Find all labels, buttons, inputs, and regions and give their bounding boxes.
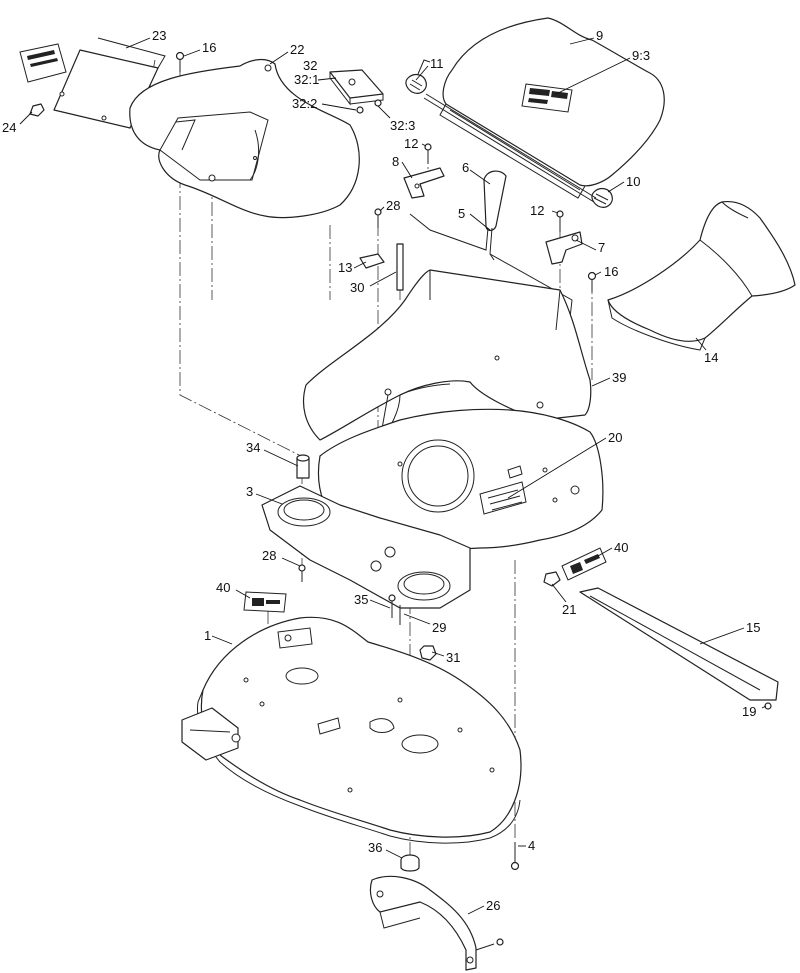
callout-15: 15 xyxy=(746,620,760,635)
part-28-bolt-a xyxy=(374,208,382,228)
callout-12: 12 xyxy=(404,136,418,151)
part-7-bracket xyxy=(545,231,583,265)
callout-16: 16 xyxy=(202,40,216,55)
part-24-nut xyxy=(29,103,45,117)
part-3-mount-plate xyxy=(261,485,471,609)
callout-19: 19 xyxy=(742,704,756,719)
callout-28: 28 xyxy=(386,198,400,213)
part-11-spring xyxy=(405,59,431,94)
callout-3: 3 xyxy=(246,484,253,499)
callout-32-1: 32:1 xyxy=(294,72,319,87)
callout-14: 14 xyxy=(704,350,718,365)
part-22-shroud xyxy=(129,58,360,219)
callout-32-2: 32:2 xyxy=(292,96,317,111)
part-28-bolt-b xyxy=(298,564,306,582)
part-21-nut xyxy=(543,571,561,587)
callout-9-3: 9:3 xyxy=(632,48,650,63)
part-15-side-rail xyxy=(579,587,779,701)
callout-labels: 23 16 22 32 32:1 32:2 32:3 11 9 9:3 24 1… xyxy=(2,28,760,913)
part-35-bolt xyxy=(388,594,396,618)
callout-4: 4 xyxy=(528,838,535,853)
callout-32-3: 32:3 xyxy=(390,118,415,133)
callout-9: 9 xyxy=(596,28,603,43)
callout-20: 20 xyxy=(608,430,622,445)
callout-6: 6 xyxy=(462,160,469,175)
callout-30: 30 xyxy=(350,280,364,295)
callout-22: 22 xyxy=(290,42,304,57)
callout-8: 8 xyxy=(392,154,399,169)
callout-21: 21 xyxy=(562,602,576,617)
part-40-decal-a xyxy=(243,591,287,613)
part-12-bolt-b xyxy=(556,210,564,232)
part-9-seat xyxy=(439,17,665,199)
part-1-deck-shell xyxy=(181,616,522,844)
seat-hinge-rod xyxy=(425,93,597,199)
part-10-spring xyxy=(591,187,613,208)
part-31-nut xyxy=(419,645,437,661)
callout-7: 7 xyxy=(598,240,605,255)
callout-23: 23 xyxy=(152,28,166,43)
callout-5: 5 xyxy=(458,206,465,221)
callout-36: 36 xyxy=(368,840,382,855)
part-20-frame-plate xyxy=(317,408,604,550)
part-16-bolt-a xyxy=(175,51,185,72)
part-39-body-shroud xyxy=(302,269,592,442)
callout-34: 34 xyxy=(246,440,260,455)
part-32-bracket xyxy=(329,69,384,114)
callout-12: 12 xyxy=(530,203,544,218)
part-4-bolt xyxy=(510,842,520,871)
callout-40: 40 xyxy=(614,540,628,555)
leader-lines xyxy=(19,37,767,915)
part-36-bushing xyxy=(400,854,420,872)
part-6-lever-handle xyxy=(483,170,507,232)
callout-24: 24 xyxy=(2,120,16,135)
callout-39: 39 xyxy=(612,370,626,385)
callout-32: 32 xyxy=(303,58,317,73)
part-30-rod xyxy=(396,243,404,291)
callout-11: 11 xyxy=(430,56,444,71)
callout-26: 26 xyxy=(486,898,500,913)
part-5-lever-rod xyxy=(409,213,573,319)
callout-10: 10 xyxy=(626,174,640,189)
callout-29: 29 xyxy=(432,620,446,635)
part-12-bolt-a xyxy=(424,143,432,164)
part-16-bolt-b xyxy=(587,271,597,292)
callout-1: 1 xyxy=(204,628,211,643)
part-26-bracket xyxy=(369,875,504,971)
part-13-clip xyxy=(359,253,385,269)
callout-13: 13 xyxy=(338,260,352,275)
callout-16: 16 xyxy=(604,264,618,279)
callout-40: 40 xyxy=(216,580,230,595)
part-40-decal-b xyxy=(561,547,607,581)
part-14-floor-pan xyxy=(607,200,796,351)
callout-31: 31 xyxy=(446,650,460,665)
seat-hinge-rod-edge xyxy=(423,97,595,203)
callout-35: 35 xyxy=(354,592,368,607)
part-8-bracket xyxy=(403,167,445,199)
callout-28: 28 xyxy=(262,548,276,563)
part-34-spacer xyxy=(296,454,310,479)
